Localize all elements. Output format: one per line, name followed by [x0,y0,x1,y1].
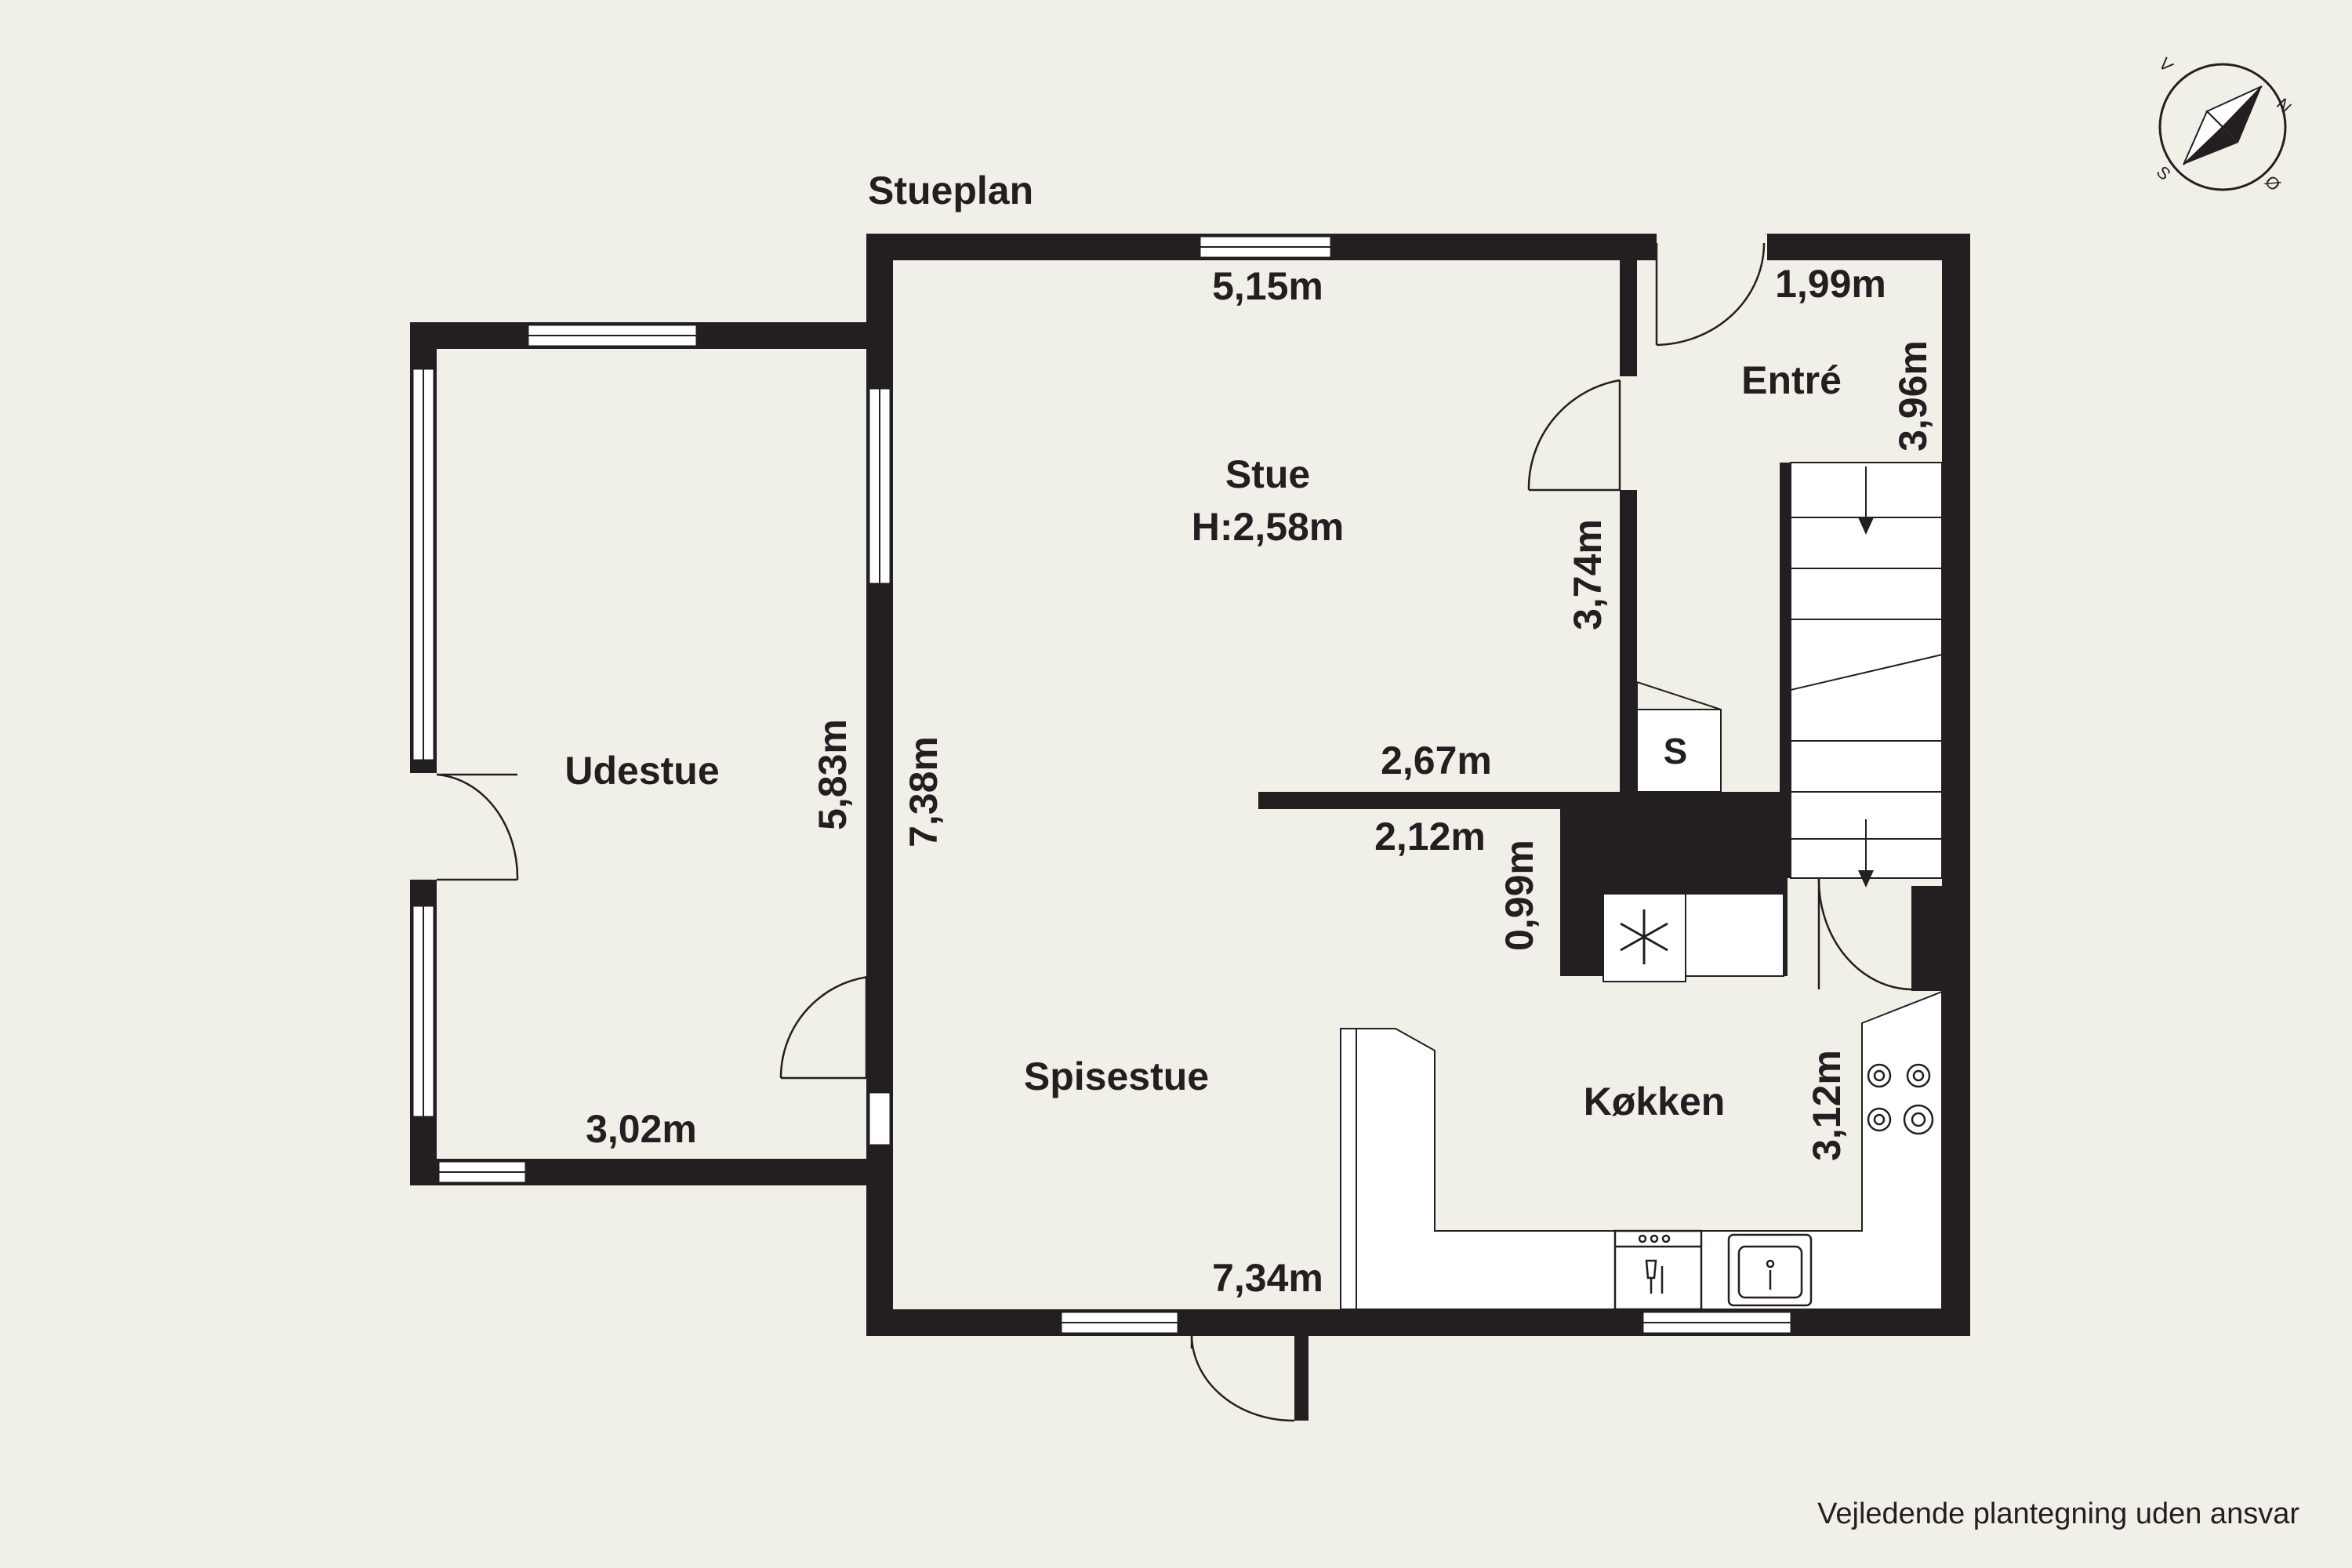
room-name-stue: Stue [1225,452,1311,496]
room-name-spisestue: Spisestue [1023,1054,1210,1098]
room-name-kokken: Køkken [1583,1080,1726,1123]
dimension-label: 5,15m [1212,264,1323,308]
dimension-label: 2,67m [1381,739,1492,782]
window-mullions [423,246,1791,1323]
sink-icon [1727,1233,1813,1307]
room-name-udestue: Udestue [564,749,720,793]
disclaimer-note: Vejledende plantegning uden ansvar [1817,1497,2299,1530]
dimension-label: 7,38m [902,736,946,848]
compass-icon [2158,63,2287,191]
dimension-label: 1,99m [1775,262,1886,306]
dimension-label: 5,83m [811,719,855,830]
dimension-label: 3,74m [1566,519,1610,630]
stair-arrow-icon [1858,517,1874,887]
closet [1636,681,1722,793]
dimension-label: 3,02m [586,1107,697,1151]
dimension-label: 0,99m [1497,840,1541,951]
freezer-snowflake-icon [1620,909,1668,964]
room-name-entre: Entré [1741,358,1842,402]
closet-label: S [1663,731,1688,771]
dimension-label: 3,12m [1805,1050,1849,1161]
freezer-cabinet [1602,893,1784,982]
level-title: Stueplan [868,169,1034,212]
room-height-stue: H:2,58m [1191,505,1345,549]
dishwasher-icon [1613,1229,1703,1311]
dimension-label: 3,96m [1891,340,1935,452]
dimension-label: 2,12m [1374,815,1486,858]
doors [436,242,1912,1422]
stove-hob-icon [1867,1063,1934,1135]
kitchen-counter [1340,990,1943,1310]
dimension-label: 7,34m [1212,1256,1323,1300]
